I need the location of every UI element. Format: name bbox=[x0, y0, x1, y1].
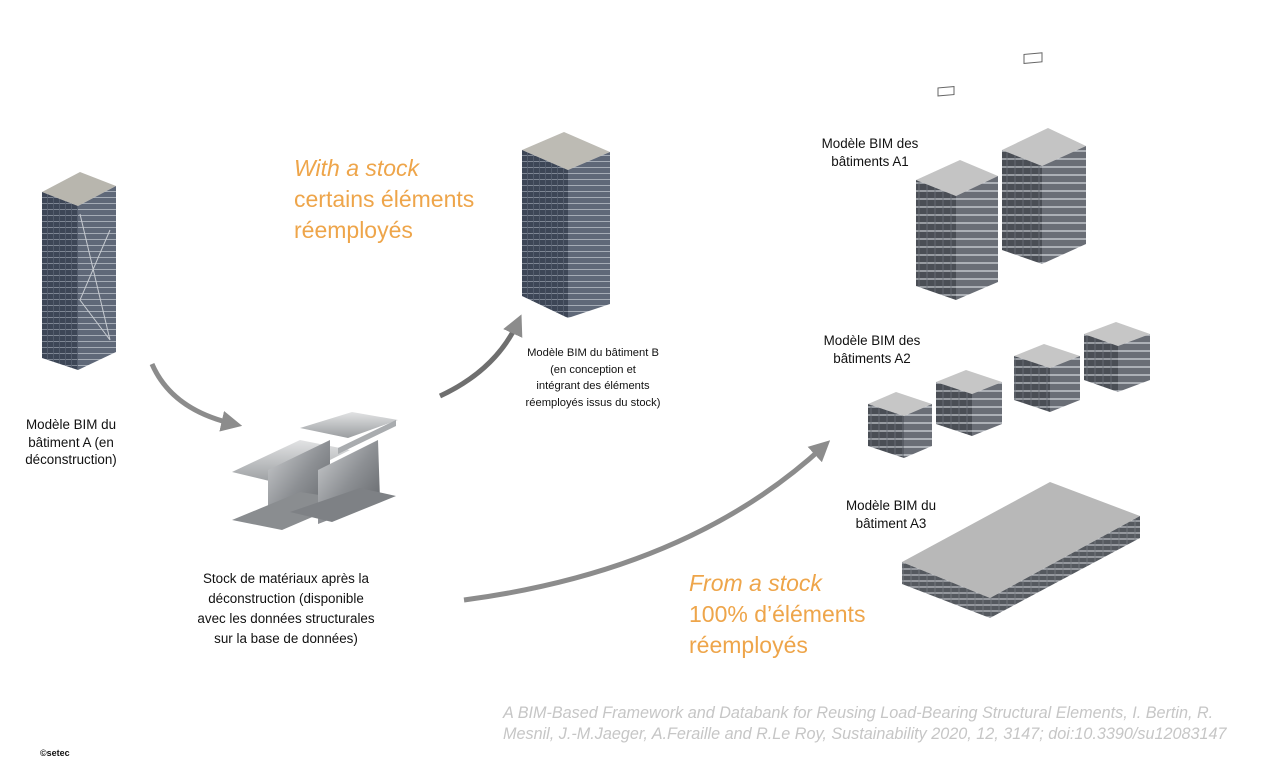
with-stock-callout: With a stock certains éléments réemployé… bbox=[294, 153, 474, 246]
building-a-label-line: bâtiment A (en bbox=[28, 434, 114, 450]
buildings-a2-label-line: Modèle BIM des bbox=[823, 333, 921, 348]
stock-label-line: sur la base de données) bbox=[214, 631, 358, 646]
arrow-stock-to-a bbox=[463, 440, 831, 603]
reference-line: Mesnil, J.-M.Jaeger, A.Feraille and R.Le… bbox=[503, 725, 1227, 743]
buildings-a1-label-line: Modèle BIM des bbox=[821, 136, 919, 151]
building-a-label: Modèle BIM du bâtiment A (en déconstruct… bbox=[6, 416, 136, 469]
building-b-label-line: intégrant des éléments bbox=[536, 380, 650, 392]
buildings-a2-label: Modèle BIM des bâtiments A2 bbox=[812, 332, 932, 367]
arrow-a-to-stock bbox=[149, 362, 243, 432]
from-stock-line: 100% d’éléments bbox=[689, 601, 866, 627]
building-a3-label-line: bâtiment A3 bbox=[855, 515, 927, 531]
stock-label-line: avec les données structurales bbox=[197, 611, 375, 626]
from-stock-callout: From a stock 100% d’éléments réemployés bbox=[689, 568, 865, 661]
building-a-model bbox=[42, 172, 116, 370]
building-b-label-line: réemployés issus du stock) bbox=[525, 396, 661, 409]
arrow-stock-to-b bbox=[438, 314, 523, 399]
with-stock-line: réemployés bbox=[294, 217, 413, 243]
buildings-a2-label-line: bâtiments A2 bbox=[833, 350, 911, 366]
with-stock-line: certains éléments bbox=[294, 186, 475, 212]
stock-label: Stock de matériaux après la déconstructi… bbox=[176, 569, 396, 649]
from-stock-line: réemployés bbox=[689, 632, 808, 658]
copyright-notice: ©setec bbox=[40, 748, 70, 758]
buildings-a1-model bbox=[916, 52, 1086, 300]
stock-label-line: Stock de matériaux après la bbox=[203, 571, 369, 586]
building-b-label-line: (en conception et bbox=[550, 363, 636, 376]
building-a-label-line: déconstruction) bbox=[25, 452, 117, 468]
building-a3-model bbox=[902, 482, 1140, 618]
building-b-model bbox=[522, 132, 610, 318]
with-stock-heading: With a stock bbox=[294, 155, 420, 181]
reference-citation: A BIM-Based Framework and Databank for R… bbox=[503, 703, 1258, 745]
building-a3-label: Modèle BIM du bâtiment A3 bbox=[831, 497, 951, 532]
stock-label-line: déconstruction (disponible bbox=[208, 591, 364, 606]
steel-beams-stock bbox=[232, 412, 398, 530]
buildings-a1-label: Modèle BIM des bâtiments A1 bbox=[810, 135, 930, 170]
building-a3-label-line: Modèle BIM du bbox=[845, 498, 937, 513]
buildings-a2-model bbox=[868, 322, 1150, 458]
building-a-label-line: Modèle BIM du bbox=[25, 417, 117, 432]
building-b-label: Modèle BIM du bâtiment B (en conception … bbox=[500, 345, 686, 411]
building-b-label-line: Modèle BIM du bâtiment B bbox=[527, 347, 659, 359]
buildings-a1-label-line: bâtiments A1 bbox=[831, 153, 909, 169]
reference-line: A BIM-Based Framework and Databank for R… bbox=[503, 704, 1214, 722]
from-stock-heading: From a stock bbox=[689, 570, 822, 596]
